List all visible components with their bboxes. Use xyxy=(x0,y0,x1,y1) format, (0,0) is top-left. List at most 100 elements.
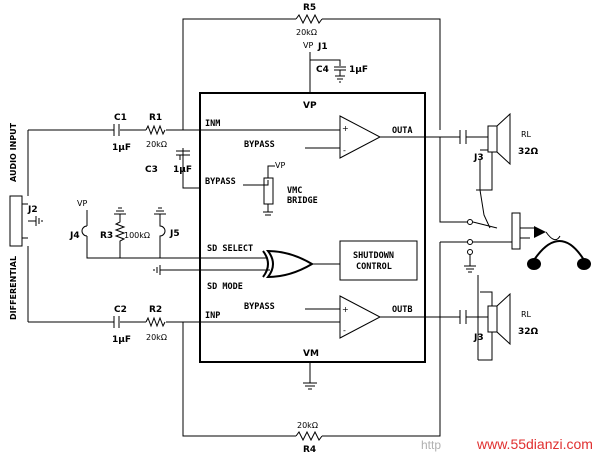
bypass-main-label: BYPASS xyxy=(205,177,236,187)
speaker-top-icon xyxy=(496,112,511,166)
r5-label: R5 xyxy=(303,3,316,13)
xor-gate-input-arc xyxy=(262,250,269,278)
shutdown-line1: SHUTDOWN xyxy=(353,251,394,261)
rl-bottom-label: RL xyxy=(521,310,532,319)
rl-top-label: RL xyxy=(521,130,532,139)
j2-label: J2 xyxy=(27,205,38,215)
differential-label: DIFFERENTIAL xyxy=(9,256,18,320)
jack-contact-c xyxy=(467,249,473,255)
bypass-a-label: BYPASS xyxy=(244,140,275,150)
inm-pin-label: INM xyxy=(205,119,220,129)
r2-label: R2 xyxy=(149,305,162,315)
opamp-b xyxy=(339,295,382,339)
headphone-plug-icon xyxy=(534,226,546,238)
headphone-jack xyxy=(511,212,521,250)
j1-label: J1 xyxy=(317,42,328,52)
sd-mode-ground-icon xyxy=(153,265,170,275)
headphone-right-cup-icon xyxy=(577,258,591,270)
r1-label: R1 xyxy=(149,113,162,123)
jack-tip-wire xyxy=(439,137,468,223)
c4-value: 1μF xyxy=(349,65,368,75)
r3-value: 100kΩ xyxy=(124,231,150,240)
feedback-wire-bottom xyxy=(182,317,441,437)
rl-bottom-value: 32Ω xyxy=(518,327,539,337)
output-cap-bottom xyxy=(459,310,467,324)
watermark-right: www.55dianzi.com xyxy=(476,436,593,452)
c3-label: C3 xyxy=(145,165,158,175)
shutdown-control-block xyxy=(339,240,418,281)
outa-label: OUTA xyxy=(392,126,412,136)
c4-ground-icon xyxy=(335,70,345,83)
c2-value: 1μF xyxy=(112,335,131,345)
jumper-j5 xyxy=(159,214,166,258)
opamp-a-minus-icon: - xyxy=(343,146,346,155)
vp-bridge-label: VP xyxy=(275,161,285,170)
jumper-j4 xyxy=(81,210,160,259)
j5-label: J5 xyxy=(169,229,180,239)
c1-label: C1 xyxy=(114,113,127,123)
speaker-bottom-magnet xyxy=(487,305,498,333)
sd-mode-label: SD MODE xyxy=(207,282,243,292)
amplifier-chip-body xyxy=(199,92,426,363)
opamp-b-plus-icon: + xyxy=(342,305,349,314)
vm-ground-icon xyxy=(303,362,317,390)
headphones-band-icon xyxy=(533,240,585,261)
capacitor-c4 xyxy=(334,66,346,71)
c1-value: 1μF xyxy=(112,143,131,153)
vp-j4-label: VP xyxy=(77,199,87,208)
capacitor-c1 xyxy=(113,124,120,136)
jack-contact-a xyxy=(467,219,473,225)
vm-label: VM xyxy=(303,349,319,359)
r4-label: R4 xyxy=(303,445,316,455)
j2-ground-icon xyxy=(28,216,43,226)
j4-label: J4 xyxy=(69,231,80,241)
c3-value: 1μF xyxy=(173,165,192,175)
bypass-b-label: BYPASS xyxy=(244,302,275,312)
inp-pin-label: INP xyxy=(205,311,220,321)
r4-value: 20kΩ xyxy=(297,421,318,430)
bridge-ground-icon xyxy=(263,204,273,216)
speaker-top-magnet xyxy=(487,125,498,153)
jack-ground-icon xyxy=(464,254,476,273)
resistor-r1 xyxy=(145,124,166,136)
r5-value: 20kΩ xyxy=(296,28,317,37)
j5-ground-icon xyxy=(154,207,166,215)
j3-top-label: J3 xyxy=(473,153,484,163)
bridge-wire xyxy=(243,180,269,186)
watermark-left: http xyxy=(421,438,441,452)
r2-value: 20kΩ xyxy=(146,333,167,342)
opamp-a xyxy=(339,115,382,159)
vmc-bridge-line2: BRIDGE xyxy=(287,196,318,206)
headphone-left-cup-icon xyxy=(527,258,541,270)
resistor-r5-zigzag xyxy=(295,13,323,25)
bridge-vp-wire xyxy=(267,165,275,178)
output-cap-top xyxy=(459,130,467,144)
vp-chip-label: VP xyxy=(303,101,317,111)
sd-select-label: SD SELECT xyxy=(207,244,253,254)
bypass-cap-wire xyxy=(182,148,200,189)
resistor-r4 xyxy=(295,430,323,442)
r3-ground-icon xyxy=(114,207,126,215)
capacitor-c2 xyxy=(113,316,120,328)
resistor-r2 xyxy=(145,316,166,328)
jack-switch-a xyxy=(472,221,498,229)
speaker-bottom-icon xyxy=(496,292,511,346)
shutdown-line2: CONTROL xyxy=(356,262,392,272)
c4-wire xyxy=(310,59,341,66)
outb-label: OUTB xyxy=(392,305,412,315)
vp-j1-label: VP xyxy=(303,41,313,50)
audio-input-label: AUDIO INPUT xyxy=(9,122,18,182)
opamp-a-plus-icon: + xyxy=(342,124,349,133)
r3-label: R3 xyxy=(100,231,113,241)
xor-gate xyxy=(265,249,314,279)
c2-label: C2 xyxy=(114,305,127,315)
opamp-b-minus-icon: - xyxy=(343,326,346,335)
r1-value: 20kΩ xyxy=(146,140,167,149)
resistor-r3 xyxy=(114,214,126,258)
connector-j2 xyxy=(9,195,23,247)
c4-label: C4 xyxy=(316,65,329,75)
jack-contact-b xyxy=(467,239,473,245)
rl-top-value: 32Ω xyxy=(518,147,539,157)
